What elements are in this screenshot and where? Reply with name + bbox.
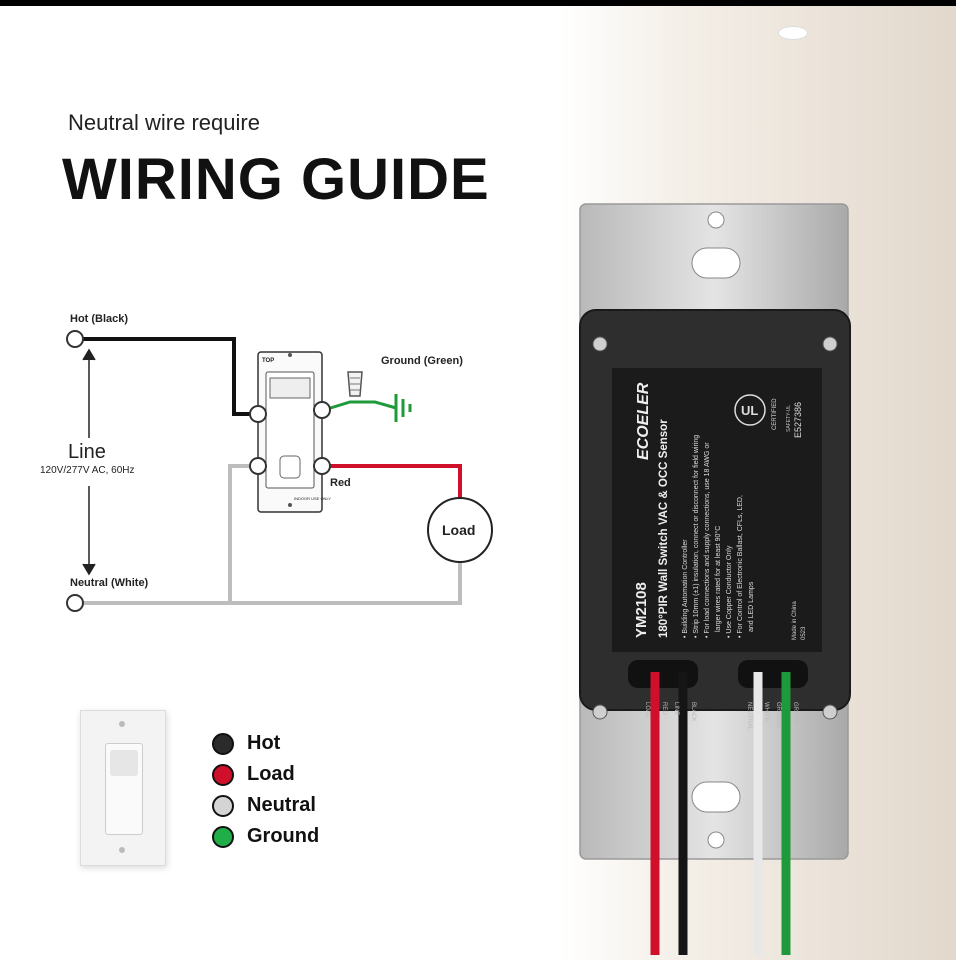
ground-symbol-icon <box>394 394 412 422</box>
load-circle <box>427 497 493 563</box>
wire-label: WHITE <box>763 702 769 721</box>
device-label-panel <box>612 368 822 652</box>
model-number: YM2108 <box>633 582 650 638</box>
sensor-switch <box>105 743 143 835</box>
hot-label: Hot (Black) <box>70 313 128 325</box>
legend-dot <box>212 825 234 848</box>
wire-channel <box>738 660 808 688</box>
legend-item-hot: Hot <box>212 728 319 759</box>
strap-hole-icon <box>707 211 725 229</box>
strap-slot-icon <box>691 247 741 279</box>
strap-slot-icon <box>691 781 741 813</box>
wire-color-legend: Hot Load Neutral Ground <box>212 728 319 852</box>
page-title: WIRING GUIDE <box>62 147 490 212</box>
screw-icon <box>592 336 608 352</box>
usage-note: • Building Automation Controller <box>682 539 689 638</box>
sensor-lens <box>110 750 138 776</box>
wire-label: RED <box>661 702 667 715</box>
note-line: larger wires rated for at least 90°C <box>714 526 722 632</box>
screw-icon <box>119 721 125 727</box>
wire-nut-icon <box>347 371 363 397</box>
legend-label: Load <box>247 763 295 785</box>
neutral-wire <box>83 560 462 605</box>
legend-label: Neutral <box>247 794 316 816</box>
screw-icon <box>822 704 838 720</box>
switch-top-label: TOP <box>262 358 274 364</box>
note-line: • Strip 10mm (±1) insulation, connect or… <box>693 435 700 638</box>
screw-icon <box>119 847 125 853</box>
legend-item-neutral: Neutral <box>212 790 319 821</box>
switch-terminal-ground <box>313 401 331 419</box>
line-spec: 120V/277V AC, 60Hz <box>40 465 135 476</box>
switch-terminal-neutral <box>249 457 267 475</box>
legend-dot <box>212 732 234 755</box>
ul-sub: SAFETY-UL <box>786 405 792 432</box>
ul-number: E527386 <box>793 402 803 438</box>
ground-wire <box>323 400 397 412</box>
switch-terminal-load <box>313 457 331 475</box>
note-line: • For load connections and supply connec… <box>704 442 711 638</box>
wire-label: LOAD <box>644 702 650 719</box>
origin-text: Made in China <box>792 601 798 640</box>
note-line: and LED Lamps <box>748 581 755 632</box>
legend-dot <box>212 763 234 786</box>
neutral-label: Neutral (White) <box>70 577 149 589</box>
load-label: Load <box>442 522 475 538</box>
product-name: 180°PIR Wall Switch VAC & OCC Sensor <box>658 419 670 638</box>
sensor-switch-icon <box>257 351 323 513</box>
screw-icon <box>822 336 838 352</box>
ceiling-light <box>778 26 808 40</box>
wire-label: GROUND <box>775 702 781 729</box>
hot-wire <box>83 337 258 416</box>
wire-label: LINE <box>673 702 679 715</box>
device-photo: UL CERTIFIED SAFETY-UL E527386 ECOELER Y… <box>579 203 851 955</box>
hot-terminal <box>66 330 84 348</box>
ul-certified-text: CERTIFIED <box>772 398 778 430</box>
brand-logo: ECOELER <box>635 382 652 460</box>
ul-certified-icon <box>734 394 766 426</box>
switch-terminal-line <box>249 405 267 423</box>
date-code: 0523 <box>801 626 807 640</box>
ul-mark: UL <box>741 403 758 418</box>
neutral-wire-switch <box>228 464 258 603</box>
line-label: Line <box>68 441 106 463</box>
red-load-wire <box>324 464 462 500</box>
legend-label: Hot <box>247 732 281 754</box>
legend-item-load: Load <box>212 759 319 790</box>
wire-label: BLACK <box>690 702 696 722</box>
subtitle: Neutral wire require <box>68 110 260 135</box>
strap-hole-icon <box>707 831 725 849</box>
neutral-terminal <box>66 594 84 612</box>
legend-item-ground: Ground <box>212 821 319 852</box>
note-line: • For Control of Electronic Ballast, CFL… <box>737 495 744 638</box>
note-line: • Use Copper Conductor Only <box>726 545 733 638</box>
wire-label: NEUTRAL <box>746 702 752 731</box>
screw-icon <box>592 704 608 720</box>
legend-dot <box>212 794 234 817</box>
switch-note: INDOOR USE ONLY <box>294 496 331 501</box>
wall-switch-photo <box>80 710 166 866</box>
wiring-diagram: Hot (Black) Line 120V/277V AC, 60Hz Neut… <box>40 313 493 612</box>
ground-label: Ground (Green) <box>381 355 463 367</box>
top-border <box>0 0 956 6</box>
legend-label: Ground <box>247 825 320 847</box>
line-arrow <box>82 348 96 576</box>
wire-label: GREEN <box>792 702 798 723</box>
red-label: Red <box>330 477 351 489</box>
